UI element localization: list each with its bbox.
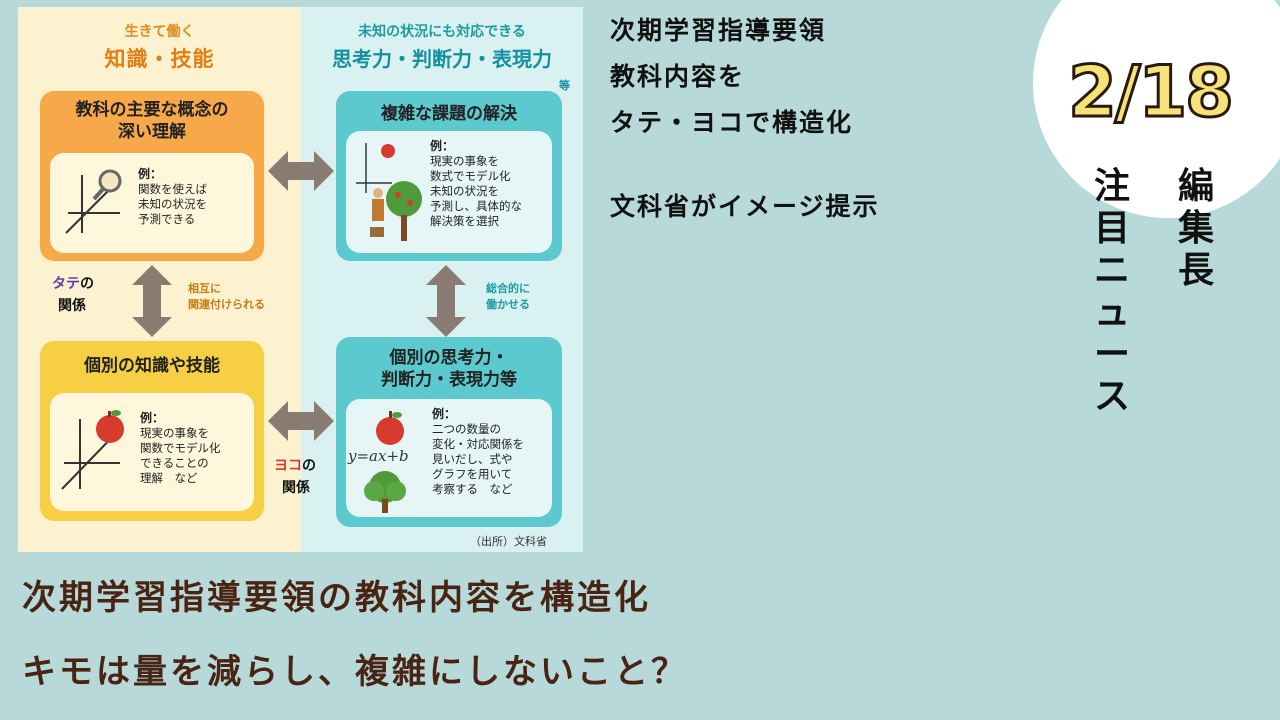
source-note: （出所）文科省 — [470, 535, 547, 548]
integrate-note-line: 働かせる — [486, 298, 530, 311]
yoko-label: ヨコの 関係 — [274, 455, 316, 499]
bottom-title-line-2: キモは量を減らし、複雑にしないこと？ — [22, 652, 688, 692]
vertical-char: ュ — [1093, 292, 1130, 333]
vertical-char: 集 — [1177, 208, 1214, 249]
tate-particle: の — [80, 276, 94, 292]
card-deep-example-box: 例： 関数を使えば 未知の状況を 予測できる — [50, 153, 254, 253]
graph-apple-icon — [61, 410, 124, 490]
apple-icon — [376, 411, 404, 445]
vertical-char: ー — [1093, 334, 1130, 375]
example-line: 考察する など — [432, 482, 513, 496]
card-knowledge-example-box: 例： 現実の事象を 関数でモデル化 できることの 理解 など — [50, 393, 254, 511]
vertical-char: 長 — [1177, 250, 1214, 291]
horizontal-arrow-bottom-icon — [268, 401, 334, 441]
vertical-char: ニ — [1093, 250, 1130, 291]
card-deep-example: 例： 関数を使えば 未知の状況を 予測できる — [138, 167, 207, 227]
formula-text: y=ax+b — [348, 447, 409, 465]
example-line: 見いだし、式や — [432, 452, 513, 466]
example-line: グラフを用いて — [432, 467, 513, 481]
tate-relation: 関係 — [58, 298, 86, 314]
headline-block: 次期学習指導要領 教科内容を タテ・ヨコで構造化 文科省がイメージ提示 — [610, 12, 880, 226]
card-complex-example-box: 例： 現実の事象を 数式でモデル化 未知の状況を 予測し、具体的な 解決策を選択 — [346, 131, 552, 253]
infographic-image: 生きて働く 知識・技能 未知の状況にも対応できる 思考力・判断力・表現力 等 教… — [18, 7, 583, 552]
example-line: 未知の状況を — [138, 197, 207, 211]
tate-note-line: 相互に — [188, 282, 221, 295]
integrate-note: 総合的に 働かせる — [486, 281, 530, 313]
left-header-big: 知識・技能 — [104, 47, 215, 71]
example-line: 解決策を選択 — [430, 214, 499, 228]
vertical-arrow-right-icon — [426, 265, 466, 337]
graph-magnifier-icon — [65, 169, 122, 234]
example-line: 二つの数量の — [432, 422, 501, 436]
yoko-relation: 関係 — [282, 480, 310, 496]
example-line: 現実の事象を — [430, 154, 499, 168]
card-thinking-example-box: y=ax+b 例： 二つの数量の 変化・対応関係を 見いだし、式や グラフを用い… — [346, 399, 552, 517]
tree-icon — [364, 471, 406, 513]
example-line: 変化・対応関係を — [432, 437, 524, 451]
example-label: 例： — [430, 139, 455, 153]
example-line: 未知の状況を — [430, 184, 499, 198]
card-deep-understanding: 教科の主要な概念の 深い理解 例： 関数を使えば 未知の状況を 予測できる — [40, 91, 264, 261]
yoko-word: ヨコ — [274, 458, 302, 474]
card-complex-problem: 複雑な課題の解決 例： 現実の事象を 数式でモデル化 未知の状況を 予測し、具体… — [336, 91, 562, 261]
yoko-particle: の — [302, 458, 316, 474]
tate-label: タテの 関係 — [52, 273, 94, 317]
example-label: 例： — [140, 411, 165, 425]
card-individual-thinking: 個別の思考力・ 判断力・表現力等 y=ax+b 例： 二つの数量の 変化・対応関… — [336, 337, 562, 527]
example-line: 現実の事象を — [140, 426, 209, 440]
example-line: 関数でモデル化 — [140, 441, 221, 455]
headline-line-2: 教科内容を — [610, 62, 746, 91]
date-badge-text: 2/18 — [1067, 51, 1236, 134]
tate-note: 相互に 関連付けられる — [188, 281, 265, 313]
horizontal-arrow-icon — [268, 151, 334, 191]
card-complex-example: 例： 現実の事象を 数式でモデル化 未知の状況を 予測し、具体的な 解決策を選択 — [430, 139, 522, 229]
bottom-title-line-1: 次期学習指導要領の教科内容を構造化 — [22, 578, 651, 618]
example-line: できることの — [140, 456, 209, 470]
right-header-big: 思考力・判断力・表現力 — [332, 47, 552, 71]
left-header-small: 生きて働く — [124, 24, 195, 40]
vertical-text-chumoku-news: 注 目 ニ ュ ー ス — [1088, 166, 1136, 418]
card-deep-title-2: 深い理解 — [118, 122, 186, 142]
example-line: 数式でモデル化 — [430, 169, 511, 183]
vertical-char: 編 — [1177, 166, 1214, 207]
example-label: 例： — [432, 407, 457, 421]
card-deep-title-1: 教科の主要な概念の — [75, 100, 229, 120]
example-label: 例： — [138, 167, 163, 181]
vertical-char: 注 — [1093, 166, 1130, 207]
vertical-arrow-left-icon — [132, 265, 172, 337]
right-header-suffix: 等 — [559, 79, 570, 92]
card-individual-knowledge: 個別の知識や技能 例： 現実の事象を 関数でモデル化 できることの 理解 など — [40, 341, 264, 521]
headline-line-1: 次期学習指導要領 — [610, 16, 827, 45]
vertical-char: 目 — [1093, 208, 1130, 249]
headline-line-4: 文科省がイメージ提示 — [610, 192, 880, 221]
card-thinking-title-1: 個別の思考力・ — [389, 348, 509, 368]
card-knowledge-example: 例： 現実の事象を 関数でモデル化 できることの 理解 など — [140, 411, 221, 486]
card-knowledge-title: 個別の知識や技能 — [84, 356, 220, 376]
card-thinking-title-2: 判断力・表現力等 — [381, 370, 517, 390]
integrate-note-line: 総合的に — [486, 282, 530, 295]
vertical-text-henshucho: 編 集 長 — [1172, 166, 1220, 292]
tate-word: タテ — [52, 276, 80, 292]
example-line: 理解 など — [140, 471, 198, 485]
card-thinking-example: 例： 二つの数量の 変化・対応関係を 見いだし、式や グラフを用いて 考察する … — [432, 407, 524, 497]
example-line: 予測できる — [138, 212, 196, 226]
example-line: 予測し、具体的な — [430, 199, 522, 213]
apple-tree-person-icon — [356, 143, 422, 241]
example-line: 関数を使えば — [138, 182, 207, 196]
vertical-char: ス — [1093, 376, 1130, 417]
card-complex-title: 複雑な課題の解決 — [381, 104, 517, 124]
tate-note-line: 関連付けられる — [188, 298, 265, 311]
headline-line-3: タテ・ヨコで構造化 — [610, 108, 854, 137]
right-header-small: 未知の状況にも対応できる — [358, 24, 526, 40]
